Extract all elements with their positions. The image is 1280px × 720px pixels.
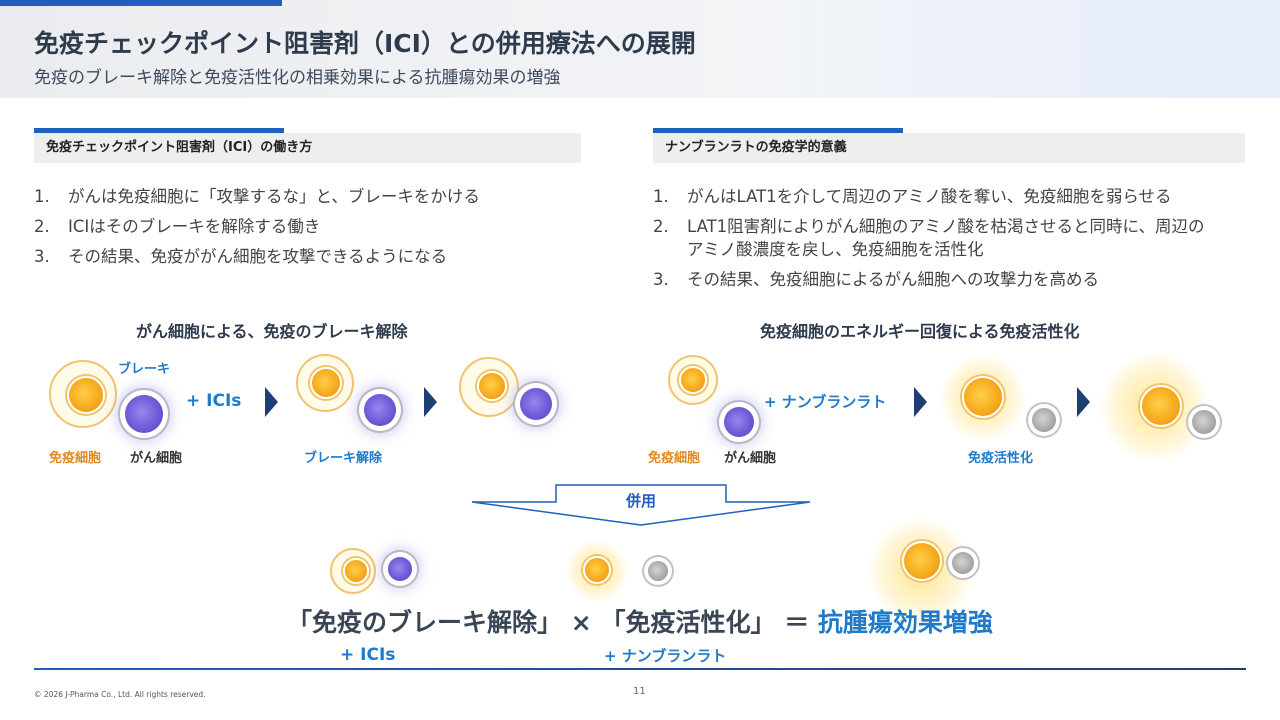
immune-cell-label: 免疫細胞 [648, 451, 701, 466]
formula-brake-release: 「免疫のブレーキ解除」 [287, 608, 563, 637]
formula-result: 抗腫瘍効果増強 [817, 608, 993, 637]
arrow-right-icon [914, 387, 927, 417]
cancer-cell-label: がん細胞 [724, 451, 777, 466]
combination-arrow-icon [471, 484, 811, 526]
activated-immune-cell-icon [902, 541, 942, 581]
cancer-cell-icon [388, 557, 412, 581]
slide-header: 免疫チェックポイント阻害剤（ICI）との併用療法への展開 免疫のブレーキ解除と免… [0, 0, 1280, 98]
weakened-cancer-cell-icon [1192, 410, 1216, 434]
page-number: 11 [633, 686, 646, 697]
immune-activation-label: 免疫活性化 [968, 451, 1034, 466]
list-item: 1.がんは免疫細胞に「攻撃するな」と、ブレーキをかける [34, 187, 480, 206]
footer-divider [34, 668, 1246, 670]
immune-cell-label: 免疫細胞 [49, 451, 102, 466]
slide-title: 免疫チェックポイント阻害剤（ICI）との併用療法への展開 [34, 29, 696, 58]
right-section-list: 1.がんはLAT1を介して周辺のアミノ酸を奪い、免疫細胞を弱らせる 2.LAT1… [653, 185, 1253, 298]
formula-sub-ici: + ICIs [340, 645, 396, 665]
nanbranrat-label: + ナンブランラト [764, 393, 887, 411]
activated-immune-cell-icon [962, 376, 1004, 418]
ici-label: + ICIs [186, 391, 242, 411]
formula-sub-nanbranrat: + ナンブランラト [604, 647, 727, 665]
cancer-cell-icon [520, 388, 552, 420]
slide-subtitle: 免疫のブレーキ解除と免疫活性化の相乗効果による抗腫瘍効果の増強 [34, 68, 561, 88]
list-item: 3.その結果、免疫細胞によるがん細胞への攻撃力を高める [653, 270, 1100, 289]
combination-label: 併用 [625, 492, 656, 510]
list-item: 2.ICIはそのブレーキを解除する働き [34, 217, 321, 236]
brake-release-label: ブレーキ解除 [304, 451, 383, 466]
combination-formula: 「免疫のブレーキ解除」 × 「免疫活性化」 ＝ 抗腫瘍効果増強 [0, 603, 1280, 639]
right-section-accent [653, 128, 903, 133]
immune-cell-attacking-icon [477, 371, 507, 401]
list-item: 3.その結果、免疫ががん細胞を攻撃できるようになる [34, 247, 448, 266]
copyright-text: © 2026 J-Pharma Co., Ltd. All rights res… [34, 690, 206, 699]
activated-immune-cell-icon [1140, 385, 1182, 427]
formula-equals: ＝ [784, 608, 810, 637]
immune-cell-icon [679, 366, 707, 394]
cancer-cell-icon [364, 394, 396, 426]
header-accent-bar [0, 0, 282, 6]
immune-cell-icon [310, 367, 342, 399]
arrow-right-icon [424, 387, 437, 417]
brake-label: ブレーキ [118, 362, 171, 377]
right-diagram-title: 免疫細胞のエネルギー回復による免疫活性化 [760, 322, 1080, 341]
formula-times: × [570, 608, 592, 637]
immune-cell-icon [343, 558, 369, 584]
arrow-right-icon [265, 387, 278, 417]
right-section-heading: ナンブランラトの免疫学的意義 [653, 133, 1245, 163]
left-section-list: 1.がんは免疫細胞に「攻撃するな」と、ブレーキをかける 2.ICIはそのブレーキ… [34, 185, 594, 275]
cancer-cell-icon [724, 407, 754, 437]
immune-cell-ring [459, 357, 519, 417]
weakened-cancer-cell-icon [648, 561, 668, 581]
immune-cell-icon [67, 376, 105, 414]
list-item: 2.LAT1阻害剤によりがん細胞のアミノ酸を枯渇させると同時に、周辺のアミノ酸濃… [653, 217, 1205, 259]
activated-immune-cell-icon [583, 556, 611, 584]
left-diagram-title: がん細胞による、免疫のブレーキ解除 [136, 322, 408, 341]
weakened-cancer-cell-icon [1032, 408, 1056, 432]
left-section-accent [34, 128, 284, 133]
left-section-heading: 免疫チェックポイント阻害剤（ICI）の働き方 [34, 133, 581, 163]
arrow-right-icon [1077, 387, 1090, 417]
list-item: 1.がんはLAT1を介して周辺のアミノ酸を奪い、免疫細胞を弱らせる [653, 187, 1172, 206]
cancer-cell-label: がん細胞 [130, 451, 183, 466]
cancer-cell-icon [125, 395, 163, 433]
formula-activation: 「免疫活性化」 [600, 608, 776, 637]
weakened-cancer-cell-icon [952, 552, 974, 574]
